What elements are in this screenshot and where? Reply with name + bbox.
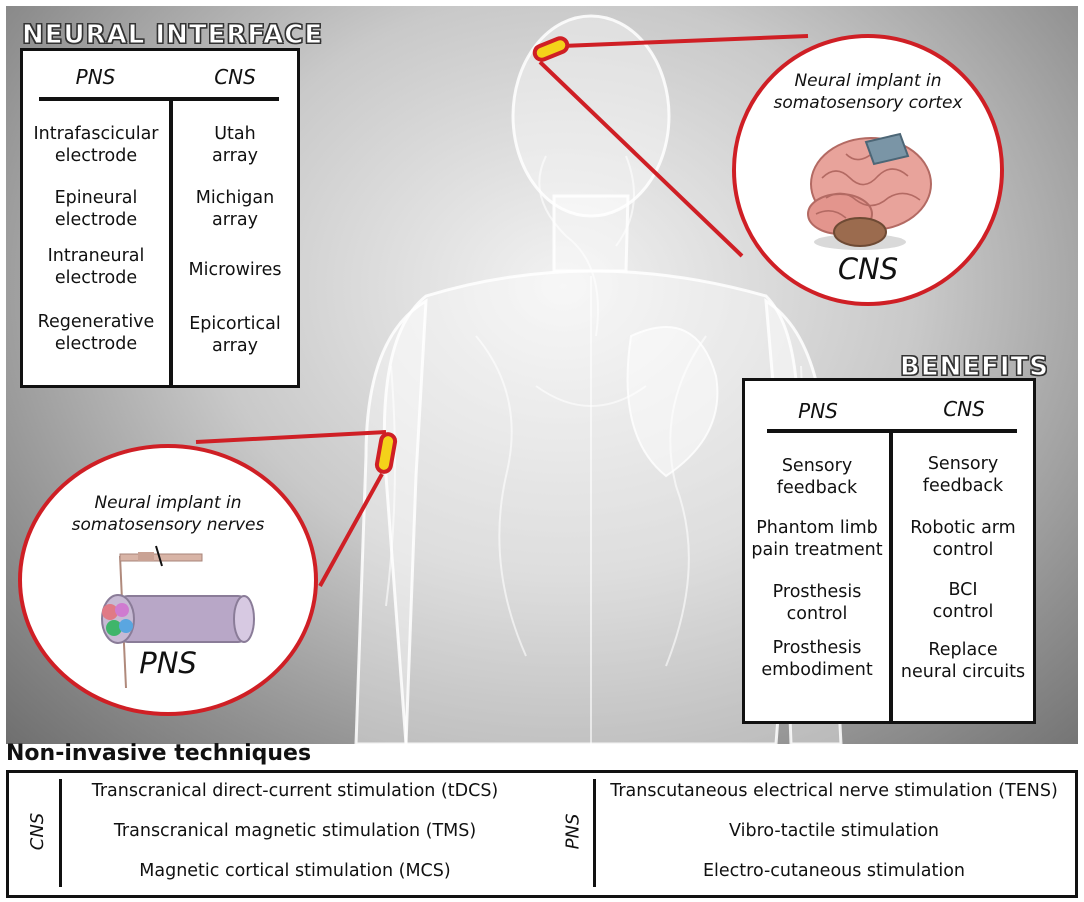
neural-interface-pns-item: Intrafascicular electrode xyxy=(33,124,159,166)
benefits-cns-item: Robotic arm control xyxy=(910,518,1016,560)
benefits-pns-item: Prosthesis control xyxy=(772,582,862,624)
non-invasive-cns-item: Transcranical direct-current stimulation… xyxy=(91,781,499,801)
non-invasive-pns-item: Vibro-tactile stimulation xyxy=(729,821,939,841)
non-invasive-pns-item: Electro-cutaneous stimulation xyxy=(702,861,966,881)
non-invasive-cns-item: Magnetic cortical stimulation (MCS) xyxy=(139,861,451,881)
benefits-cns-item: Sensory feedback xyxy=(922,454,1004,496)
neural-interface-cns-item: Microwires xyxy=(188,260,282,280)
neural-interface-cns-header: CNS xyxy=(214,65,256,89)
benefits-title: BENEFITS xyxy=(900,352,1049,383)
benefits-pns-header: PNS xyxy=(798,399,838,423)
cns-callout-caption: Neural implant in somatosensory cortex xyxy=(773,71,963,113)
brain-icon xyxy=(807,132,932,250)
neural-interface-title: NEURAL INTERFACE xyxy=(21,20,324,51)
benefits-cns-header: CNS xyxy=(943,397,985,421)
benefits-pns-item: Phantom limb pain treatment xyxy=(751,518,883,560)
pns-callout-caption: Neural implant in somatosensory nerves xyxy=(71,493,265,535)
non-invasive-table: CNS Transcranical direct-current stimula… xyxy=(6,770,1078,898)
cns-callout-circle: Neural implant in somatosensory cortex C… xyxy=(732,34,1004,306)
benefits-pns-item: Prosthesis embodiment xyxy=(761,638,873,680)
illustration-panel: NEURAL INTERFACE PNS CNS Intrafascicular… xyxy=(6,6,1078,744)
non-invasive-cns-label: CNS xyxy=(27,812,49,851)
neural-interface-cns-item: Utah array xyxy=(212,124,258,166)
neural-interface-header-rule xyxy=(39,97,279,101)
pns-callout-label: PNS xyxy=(139,646,197,680)
cns-callout-label: CNS xyxy=(837,252,899,286)
neural-interface-pns-item: Regenerative electrode xyxy=(37,312,155,354)
nerve-implant-icon xyxy=(101,545,255,689)
non-invasive-pns-label: PNS xyxy=(562,813,584,850)
neural-interface-column-rule xyxy=(169,97,173,385)
neural-interface-pns-header: PNS xyxy=(75,65,116,89)
non-invasive-cns-rule xyxy=(59,779,62,887)
pns-callout-circle: Neural implant in somatosensory nerves P… xyxy=(18,444,318,716)
benefits-pns-item: Sensory feedback xyxy=(776,456,858,498)
non-invasive-title: Non-invasive techniques xyxy=(6,741,312,766)
non-invasive-pns-rule xyxy=(593,779,596,887)
benefits-cns-item: BCI control xyxy=(932,580,994,622)
non-invasive-cns-item: Transcranical magnetic stimulation (TMS) xyxy=(113,821,477,841)
neural-interface-cns-item: Epicortical array xyxy=(189,314,281,356)
benefits-table: PNS CNS Sensory feedback Phantom limb pa… xyxy=(742,378,1036,724)
neural-interface-pns-item: Intraneural electrode xyxy=(47,246,145,288)
cortical-implant-icon xyxy=(864,132,910,166)
non-invasive-pns-item: Transcutaneous electrical nerve stimulat… xyxy=(610,781,1058,801)
neural-interface-pns-item: Epineural electrode xyxy=(54,188,138,230)
neural-interface-cns-item: Michigan array xyxy=(195,188,275,230)
benefits-column-rule xyxy=(889,429,893,721)
benefits-cns-item: Replace neural circuits xyxy=(900,640,1026,682)
neural-interface-table: PNS CNS Intrafascicular electrode Epineu… xyxy=(20,48,300,388)
